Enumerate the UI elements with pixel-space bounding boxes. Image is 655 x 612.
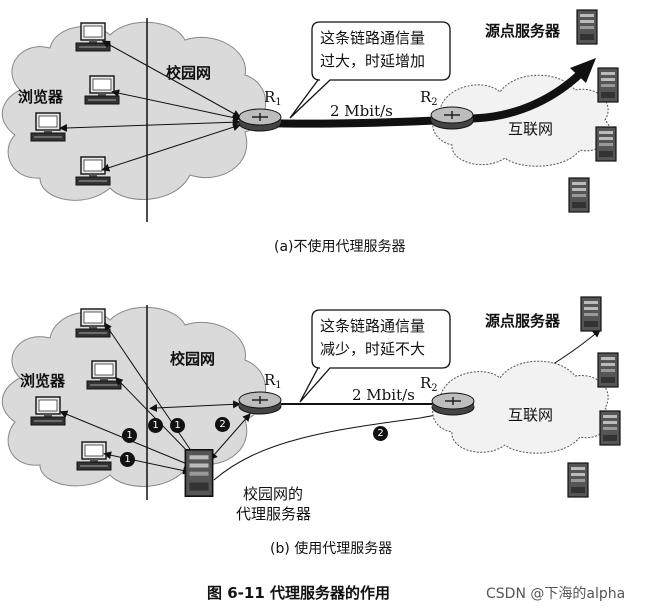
callout-text-b2: 减少，时延不大 [320,340,426,358]
server-a3 [595,126,617,162]
panel-a [1,9,619,222]
step-marker-1b: 1 [170,418,185,433]
internet-label-b: 互联网 [508,406,554,424]
caption-a: (a)不使用代理服务器 [274,239,406,255]
browsers-label-b: 浏览器 [20,372,66,390]
router-r2-a [430,106,474,130]
browsers-label-a: 浏览器 [18,88,64,106]
proxy-label-b1: 校园网的 [243,485,304,503]
callout-a [289,21,451,119]
browser-pc-b1 [75,308,111,338]
campus-label-a: 校园网 [166,64,212,82]
proxy-label-b2: 代理服务器 [236,505,312,523]
server-b3 [599,410,621,446]
router-r1-a [238,108,282,132]
server-b2 [597,352,619,388]
router-r2-label-a: R2 [420,88,438,108]
browser-pc-a4 [75,156,111,186]
browser-pc-a2 [84,75,120,105]
caption-b: (b) 使用代理服务器 [270,541,393,557]
link-speed-label-b: 2 Mbit/s [352,386,415,404]
browser-pc-b3 [30,396,66,426]
router-r2-label-b: R2 [420,374,438,394]
panel-b [1,296,621,500]
origin-server-label-a: 源点服务器 [485,22,561,40]
server-b4 [567,462,589,498]
callout-b [299,309,451,403]
figure-title: 图 6-11 代理服务器的作用 [207,584,390,602]
campus-cloud-a [1,21,267,201]
proxy-to-router-b [209,413,251,461]
origin-server-a [576,9,598,45]
callout-text-b1: 这条链路通信量 [320,317,426,335]
arrow-b5 [149,400,241,412]
origin-server-label-b: 源点服务器 [485,312,561,330]
step-marker-1a: 1 [148,418,163,433]
callout-text-a1: 这条链路通信量 [320,29,426,47]
step-marker-1d: 1 [120,452,135,467]
router-r1-b [238,391,282,415]
step-marker-2b: 2 [373,426,388,441]
arrow-a2 [111,89,241,122]
router-r1-label-b: R1 [264,371,282,391]
callout-text-a2: 过大，时延增加 [320,52,426,70]
browser-pc-b2 [86,360,122,390]
server-a2 [597,67,619,103]
browser-pc-b4 [76,441,112,471]
browser-pc-a3 [30,112,66,142]
heavy-link-arrowhead-a [570,58,596,83]
server-a4 [568,177,590,213]
arrow-a4 [101,123,241,172]
router-r1-label-a: R1 [264,88,282,108]
link-speed-label-a: 2 Mbit/s [330,102,393,120]
router-r2-b [431,392,475,416]
step-marker-1c: 1 [122,428,137,443]
browser-pc-a1 [75,22,111,52]
proxy-server-b [184,448,214,498]
campus-label-b: 校园网 [170,350,216,368]
origin-server-b [580,296,602,332]
internet-label-a: 互联网 [508,120,554,138]
step-marker-2a: 2 [215,417,230,432]
watermark: CSDN @下海的alpha [486,586,626,602]
